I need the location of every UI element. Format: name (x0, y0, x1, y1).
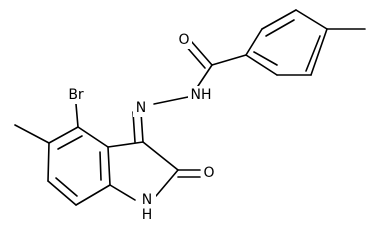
atom-labels: O NH N Br O N H (63, 31, 217, 224)
c-br-bond (75, 103, 79, 128)
bond-inner (265, 19, 295, 37)
label-bg (63, 86, 89, 104)
carbonyl-double-bond-1 (190, 40, 213, 66)
amide-group (184, 40, 247, 90)
bond (47, 180, 77, 206)
label-bg (201, 164, 217, 182)
bond (47, 142, 50, 182)
bond (211, 54, 247, 66)
bond (245, 28, 263, 56)
label-bg (133, 99, 149, 117)
bond (261, 9, 297, 30)
bromine-label: Br (68, 87, 84, 103)
bond (77, 126, 109, 148)
hydrazone-n-label: N (136, 100, 146, 116)
bond (109, 184, 136, 201)
bond (142, 141, 179, 171)
label-bg (188, 86, 214, 104)
bond-inner (99, 151, 102, 181)
bond (107, 141, 144, 148)
methyl-bond (14, 124, 50, 144)
bond (155, 169, 179, 197)
bond (48, 126, 79, 144)
indolinone-core (14, 103, 201, 206)
toluoyl-ring (245, 9, 366, 76)
carbonyl-oxygen-label: O (178, 32, 189, 48)
bond-inner (57, 135, 83, 150)
amide-nh-label: NH (191, 87, 212, 103)
molecule-drawing: O NH N Br O N H (14, 9, 366, 224)
ring-n-label: N (142, 192, 152, 208)
label-bg (176, 31, 192, 49)
bond (75, 184, 111, 206)
bond-inner (253, 51, 278, 66)
n-n-bond (153, 96, 189, 105)
bond (195, 64, 213, 90)
structure-canvas: O NH N Br O N H (14, 9, 366, 224)
bond (245, 54, 278, 76)
bond (295, 9, 328, 30)
bond (310, 28, 328, 76)
bond-inner (305, 35, 321, 72)
bond-inner (55, 177, 78, 197)
bond (107, 146, 111, 186)
label-bg (138, 192, 156, 224)
ring-h-label: H (142, 207, 153, 223)
lactam-oxygen-label: O (203, 165, 214, 181)
